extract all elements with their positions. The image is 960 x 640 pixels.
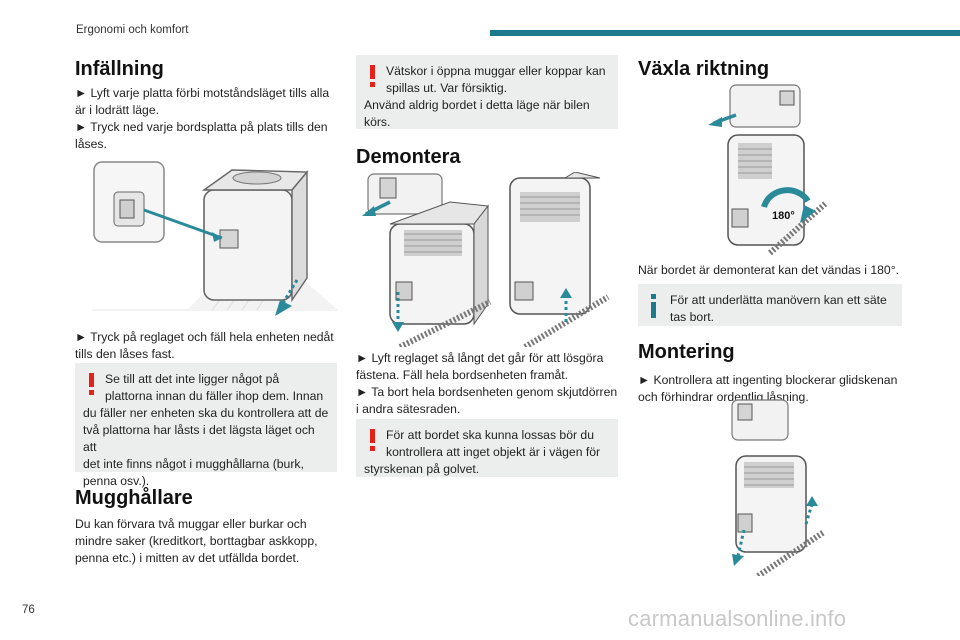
warning-text: Se till att det inte ligger något på plat… <box>83 371 329 490</box>
mounting-illustration <box>731 399 826 576</box>
warning-box-fold: Se till att det inte ligger något på plat… <box>75 363 337 488</box>
text-line: mindre saker (kreditkort, borttagbar ask… <box>75 534 318 548</box>
column-3a: Växla riktning <box>638 58 903 81</box>
folding-illustration <box>92 161 338 316</box>
info-icon <box>651 294 656 318</box>
text-line: ► Lyft reglaget så långt det går för att… <box>356 351 604 365</box>
text-line: tills den låses fast. <box>75 347 175 361</box>
text-line: Vätskor i öppna muggar eller koppar kan <box>386 64 606 78</box>
info-box-seat: För att underlätta manövern kan ett säte… <box>638 284 902 326</box>
rotation-label: 180° <box>772 210 795 222</box>
column-1c: Mugghållare Du kan förvara två muggar el… <box>75 487 340 567</box>
column-3b: När bordet är demonterat kan det vändas … <box>638 262 903 279</box>
removal-illustration <box>362 172 610 347</box>
heading-mugghallare: Mugghållare <box>75 487 193 509</box>
rotate-text: När bordet är demonterat kan det vändas … <box>638 263 899 277</box>
heading-montering: Montering <box>638 341 735 363</box>
text-line: fästena. Fäll hela bordsenheten framåt. <box>356 368 569 382</box>
heading-infallning: Infällning <box>75 58 164 80</box>
text-line: ► Kontrollera att ingenting blockerar gl… <box>638 373 898 387</box>
heading-vaxla-riktning: Växla riktning <box>638 58 770 80</box>
header-accent-bar <box>490 30 960 36</box>
warning-exclamation-icon <box>370 65 375 87</box>
text-line: För att underlätta manövern kan ett säte <box>670 293 887 307</box>
text-line: ► Lyft varje platta förbi motståndsläget… <box>75 86 330 100</box>
warning-box-rail: För att bordet ska kunna lossas bör du ko… <box>356 419 618 477</box>
text-line: det inte finns något i mugghållarna (bur… <box>83 457 304 471</box>
text-line: penna etc.) i mitten av det utfällda bor… <box>75 551 300 565</box>
text-line: du fäller ner enheten ska du kontrollera… <box>83 406 329 420</box>
warning-exclamation-icon <box>89 373 94 395</box>
text-line: spillas ut. Var försiktig. <box>386 81 508 95</box>
info-text: För att underlätta manövern kan ett säte… <box>670 292 894 326</box>
column-2b: ► Lyft reglaget så långt det går för att… <box>356 350 621 418</box>
column-1: Infällning ► Lyft varje platta förbi mot… <box>75 58 340 153</box>
column-1b: ► Tryck på reglaget och fäll hela enhete… <box>75 329 340 363</box>
text-line: ► Tryck ned varje bordsplatta på plats t… <box>75 120 328 134</box>
text-line: penna osv.). <box>83 474 150 488</box>
warning-text: Vätskor i öppna muggar eller koppar kan s… <box>364 63 610 131</box>
text-line: låses. <box>75 137 107 151</box>
text-line: körs. <box>364 115 391 129</box>
column-2a: Demontera <box>356 146 621 169</box>
text-line: två plattorna har låsts i det lägsta läg… <box>83 423 315 454</box>
text-line: ► Tryck på reglaget och fäll hela enhete… <box>75 330 334 344</box>
text-line: tas bort. <box>670 310 715 324</box>
text-line: Använd aldrig bordet i detta läge när bi… <box>364 98 590 112</box>
text-line: plattorna innan du fäller ihop dem. Inna… <box>105 389 324 403</box>
text-line: Se till att det inte ligger något på <box>105 372 280 386</box>
warning-exclamation-icon <box>370 429 375 451</box>
text-line: i andra sätesraden. <box>356 402 461 416</box>
column-3c: Montering ► Kontrollera att ingenting bl… <box>638 341 903 406</box>
text-line: styrskenan på golvet. <box>364 462 480 476</box>
page-number: 76 <box>22 604 35 616</box>
section-header: Ergonomi och komfort <box>76 24 189 36</box>
text-line: Du kan förvara två muggar eller burkar o… <box>75 517 307 531</box>
text-line: För att bordet ska kunna lossas bör du <box>386 428 594 442</box>
text-line: är i lodrätt läge. <box>75 103 160 117</box>
text-line: kontrollera att inget objekt är i vägen … <box>386 445 601 459</box>
cupholder-text: Du kan förvara två muggar eller burkar o… <box>75 516 340 567</box>
rotate-illustration: 180° <box>708 84 828 255</box>
removal-text: ► Lyft reglaget så långt det går för att… <box>356 350 621 418</box>
watermark: carmanualsonline.info <box>628 606 847 631</box>
warning-text: För att bordet ska kunna lossas bör du ko… <box>364 427 610 478</box>
heading-demontera: Demontera <box>356 146 461 168</box>
warning-box-liquids: Vätskor i öppna muggar eller koppar kan s… <box>356 55 618 129</box>
text-line: ► Ta bort hela bordsenheten genom skjutd… <box>356 385 618 399</box>
